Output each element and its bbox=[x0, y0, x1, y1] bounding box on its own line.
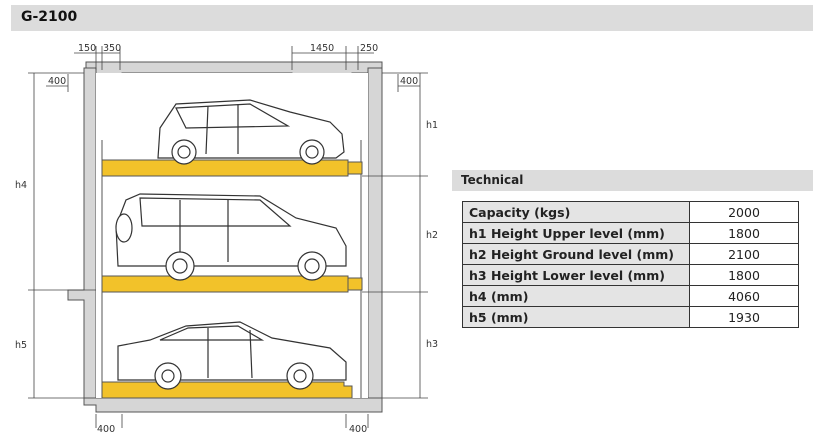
label-h3: h3 bbox=[426, 339, 438, 350]
car-suv bbox=[115, 193, 347, 281]
car-sedan bbox=[117, 321, 347, 390]
dim-top-left-b: 350 bbox=[103, 43, 121, 54]
dim-top-right-a: 1450 bbox=[310, 43, 334, 54]
spec-label: h3 Height Lower level (mm) bbox=[462, 264, 690, 286]
spec-label: h1 Height Upper level (mm) bbox=[462, 222, 690, 244]
dimension-lines bbox=[28, 46, 428, 428]
label-h4: h4 bbox=[15, 180, 27, 191]
spec-value: 4060 bbox=[689, 285, 799, 307]
table-row: h3 Height Lower level (mm) 1800 bbox=[462, 264, 799, 286]
table-row: Capacity (kgs) 2000 bbox=[462, 201, 799, 223]
platform-lower bbox=[101, 381, 353, 399]
spec-label: h2 Height Ground level (mm) bbox=[462, 243, 690, 265]
table-row: h1 Height Upper level (mm) 1800 bbox=[462, 222, 799, 244]
label-h1: h1 bbox=[426, 120, 438, 131]
technical-header: Technical bbox=[452, 170, 813, 191]
table-row: h2 Height Ground level (mm) 2100 bbox=[462, 243, 799, 265]
spec-value: 1800 bbox=[689, 222, 799, 244]
dim-bottom-left: 400 bbox=[97, 424, 115, 435]
spec-value: 1930 bbox=[689, 306, 799, 328]
title-bar: G-2100 bbox=[11, 5, 813, 31]
table-row: h4 (mm) 4060 bbox=[462, 285, 799, 307]
technical-heading: Technical bbox=[461, 173, 524, 187]
platform-middle bbox=[101, 275, 363, 293]
dim-left-400: 400 bbox=[48, 76, 66, 87]
platform-upper bbox=[101, 159, 363, 177]
specs-table: Capacity (kgs) 2000 h1 Height Upper leve… bbox=[462, 201, 799, 328]
spec-value: 1800 bbox=[689, 264, 799, 286]
dim-bottom-right: 400 bbox=[349, 424, 367, 435]
spec-label: h5 (mm) bbox=[462, 306, 690, 328]
car-hatchback bbox=[157, 99, 345, 165]
table-row: h5 (mm) 1930 bbox=[462, 306, 799, 328]
spec-value: 2100 bbox=[689, 243, 799, 265]
label-h5: h5 bbox=[15, 340, 27, 351]
spec-value: 2000 bbox=[689, 201, 799, 223]
spec-label: Capacity (kgs) bbox=[462, 201, 690, 223]
page-title: G-2100 bbox=[21, 9, 78, 25]
dim-right-400: 400 bbox=[400, 76, 418, 87]
spec-label: h4 (mm) bbox=[462, 285, 690, 307]
dim-top-left-a: 150 bbox=[78, 43, 96, 54]
label-h2: h2 bbox=[426, 230, 438, 241]
dim-top-right-b: 250 bbox=[360, 43, 378, 54]
